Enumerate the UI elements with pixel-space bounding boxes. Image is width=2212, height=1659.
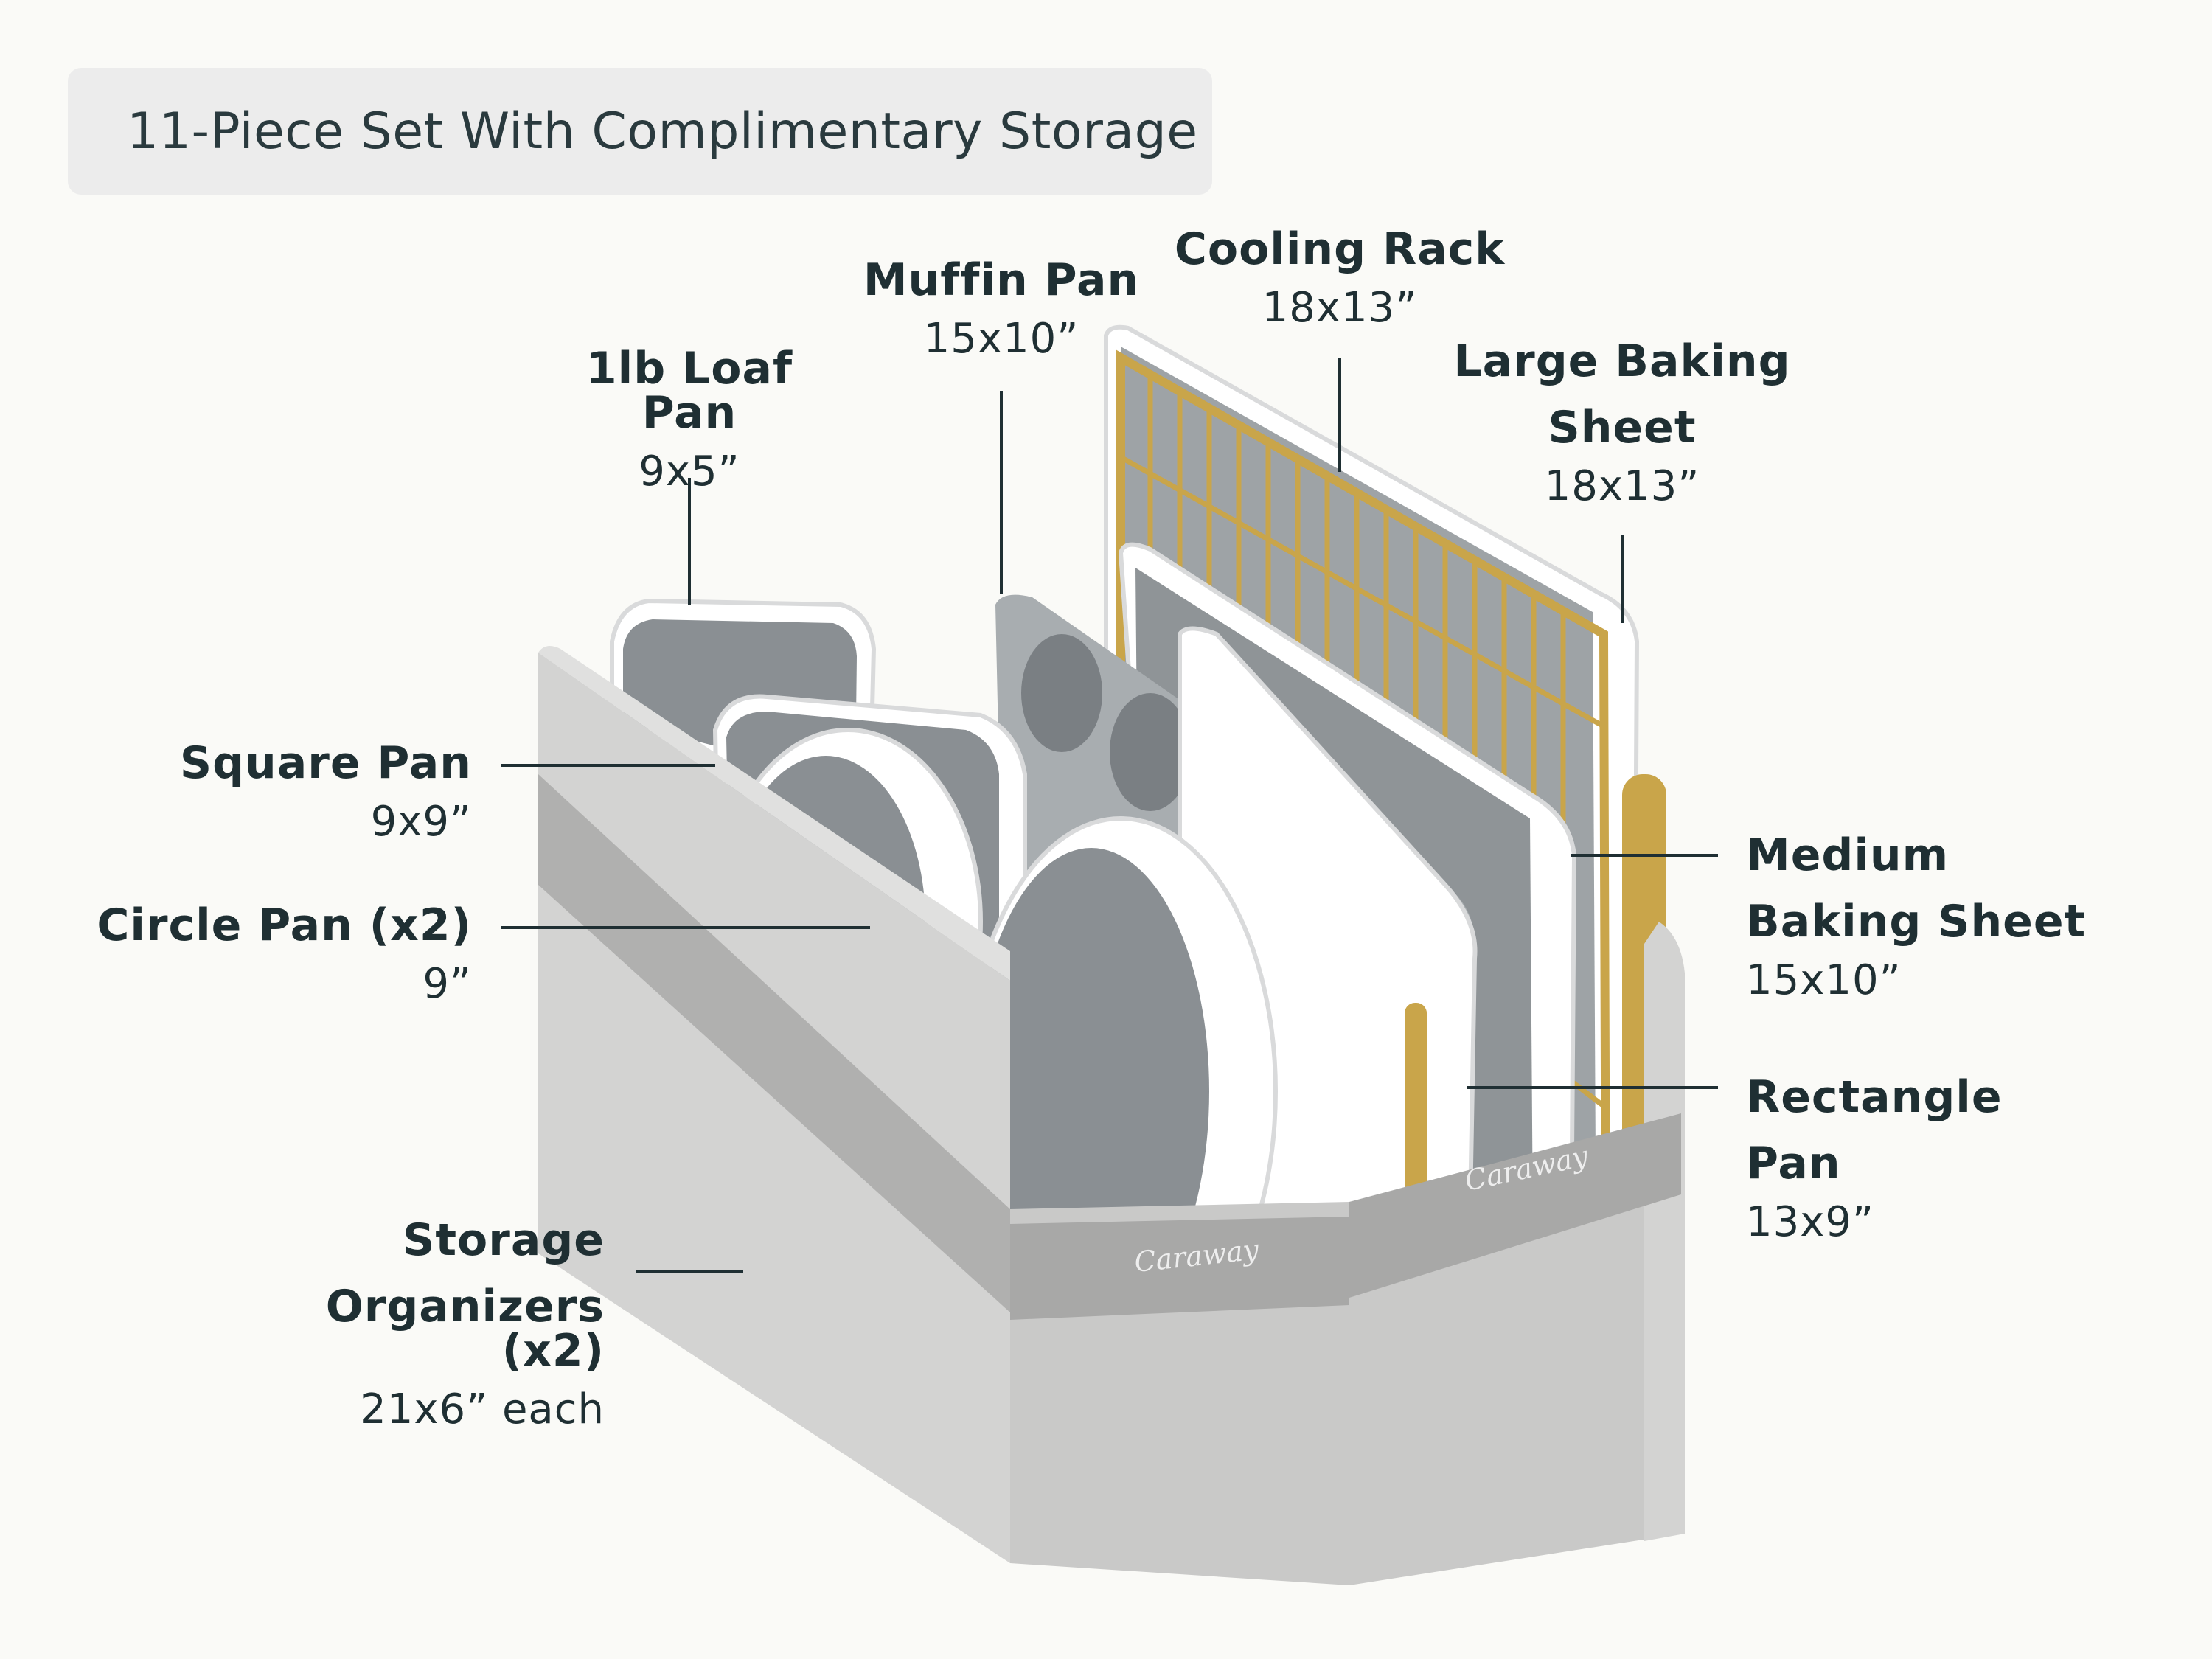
medium-sheet-name-line1: Medium — [1746, 830, 1950, 881]
storage-name-line1: Storage — [403, 1214, 605, 1266]
cooling-rack-size: 18x13” — [1262, 284, 1418, 332]
loaf-pan-size: 9x5” — [639, 448, 740, 495]
page-title: 11-Piece Set With Complimentary Storage — [127, 102, 1198, 161]
label-muffin-pan: Muffin Pan 15x10” — [854, 258, 1149, 360]
label-loaf-pan: 1lb Loaf Pan 9x5” — [542, 347, 837, 493]
storage-size: 21x6” each — [360, 1385, 605, 1433]
leader-lines — [501, 358, 1718, 1273]
cooling-rack-name: Cooling Rack — [1174, 223, 1506, 275]
large-sheet-size: 18x13” — [1544, 462, 1700, 510]
label-square-pan: Square Pan 9x9” — [103, 741, 472, 843]
square-pan-size: 9x9” — [370, 798, 472, 846]
label-circle-pan: Circle Pan (x2) 9” — [74, 903, 472, 1005]
rectangle-pan-name-line1: Rectangle — [1746, 1071, 2003, 1123]
circle-pan-name: Circle Pan (x2) — [97, 900, 472, 951]
medium-sheet-name-line2: Baking Sheet — [1746, 896, 2087, 947]
label-cooling-rack: Cooling Rack 18x13” — [1170, 227, 1509, 329]
square-pan-name: Square Pan — [179, 737, 472, 789]
rectangle-pan-size: 13x9” — [1746, 1198, 1875, 1246]
large-sheet-name-line1: Large Baking — [1453, 335, 1791, 387]
title-banner: 11-Piece Set With Complimentary Storage — [68, 68, 1212, 195]
storage-name-line2: Organizers (x2) — [325, 1281, 605, 1377]
medium-sheet-size: 15x10” — [1746, 956, 1902, 1004]
rectangle-pan-name-line2: Pan — [1746, 1138, 1841, 1189]
label-storage-organizers: Storage Organizers (x2) 21x6” each — [221, 1218, 605, 1430]
large-sheet-name-line2: Sheet — [1548, 402, 1697, 453]
muffin-pan-name: Muffin Pan — [863, 254, 1140, 306]
label-rectangle-pan: Rectangle Pan 13x9” — [1746, 1075, 2159, 1243]
label-large-baking-sheet: Large Baking Sheet 18x13” — [1445, 339, 1799, 507]
storage-organizers — [538, 646, 1685, 1585]
circle-pan-size: 9” — [422, 960, 472, 1008]
loaf-pan-name: 1lb Loaf Pan — [585, 343, 793, 439]
label-medium-baking-sheet: Medium Baking Sheet 15x10” — [1746, 833, 2159, 1001]
muffin-pan-size: 15x10” — [923, 315, 1079, 363]
